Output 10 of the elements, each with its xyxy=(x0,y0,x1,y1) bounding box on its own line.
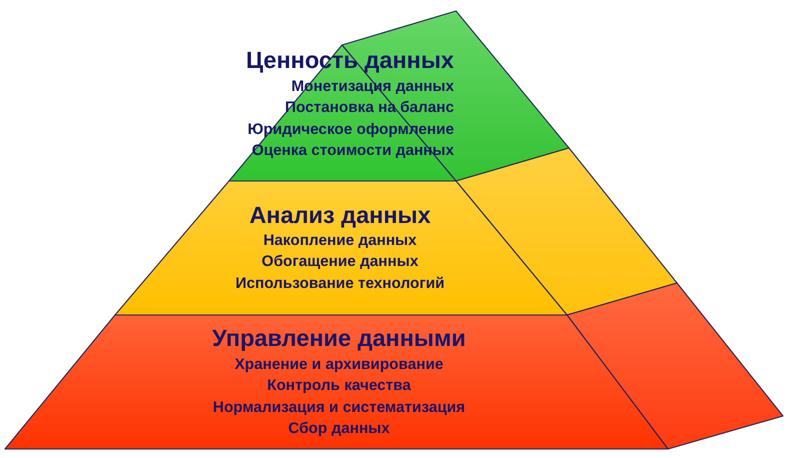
tier-item: Накопление данных xyxy=(263,231,417,251)
tier-title: Управление данными xyxy=(212,324,466,352)
tier-item: Использование технологий xyxy=(235,274,445,294)
tier-item: Нормализация и систематизация xyxy=(212,398,466,418)
tier-item: Сбор данных xyxy=(288,419,390,440)
tier-item: Контроль качества xyxy=(267,376,411,396)
tier-title: Анализ данных xyxy=(249,201,431,229)
tier-item: Обогащение данных xyxy=(262,252,418,272)
tier-item: Хранение и архивирование xyxy=(234,355,444,375)
pyramid-tier xyxy=(229,11,569,181)
